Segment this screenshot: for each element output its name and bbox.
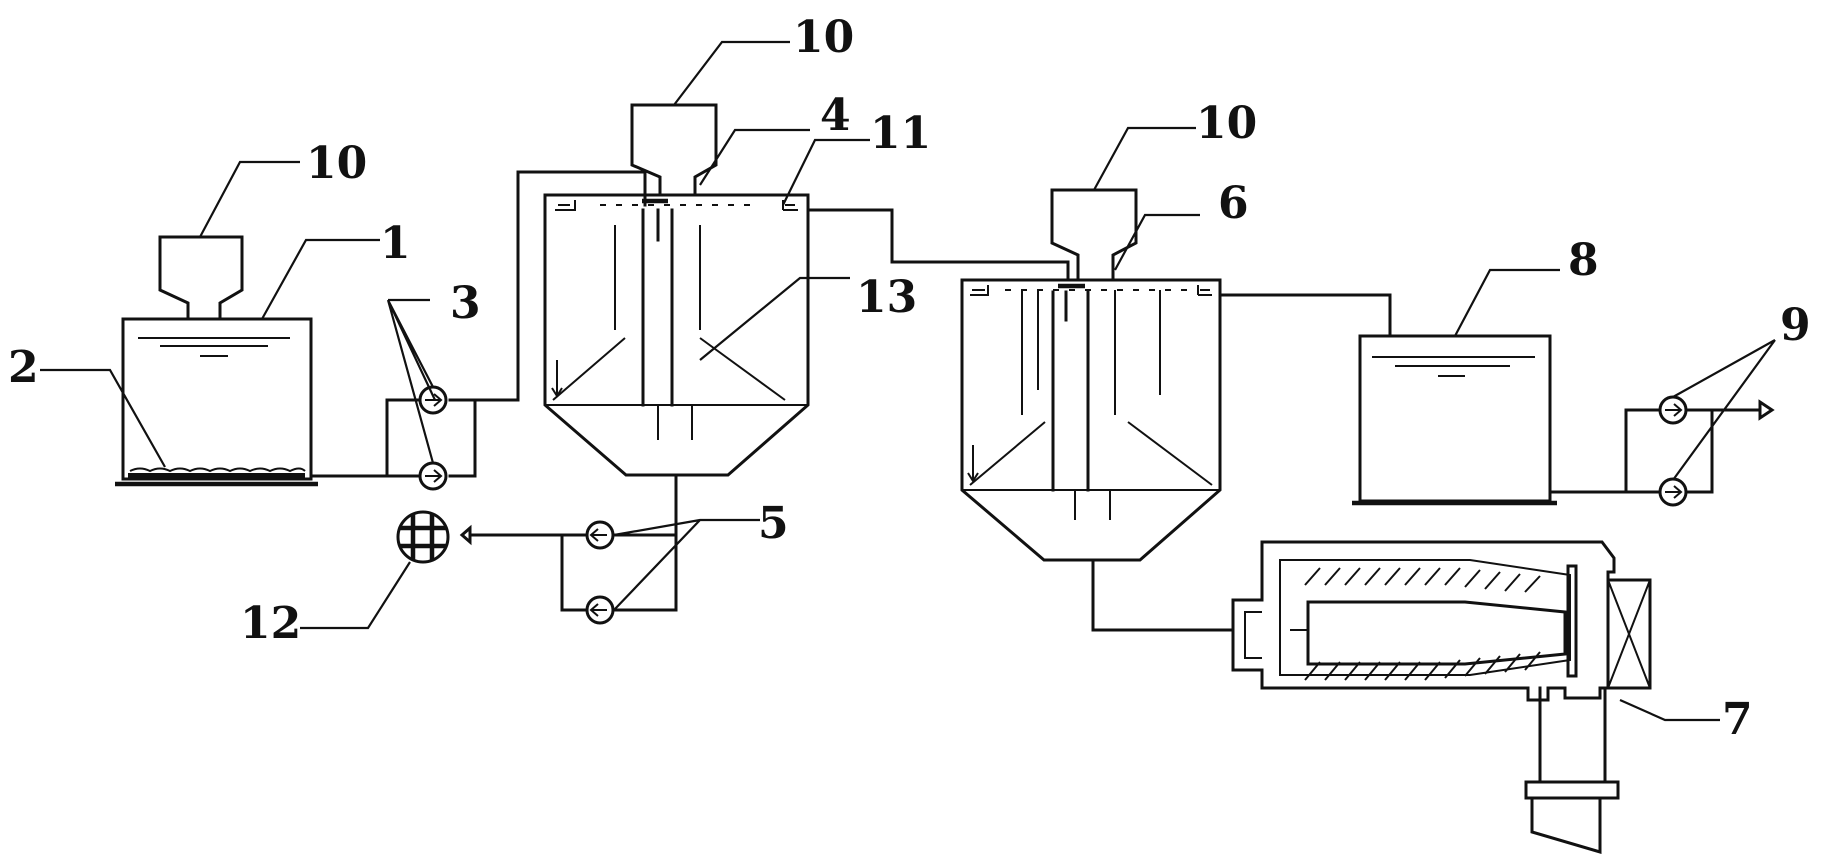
leader-7 (1619, 698, 1720, 722)
leader-3 (386, 298, 436, 464)
label-5: 5 (758, 498, 789, 549)
sediment-layer (128, 473, 305, 478)
pump-5a (585, 520, 615, 550)
leader-12 (300, 561, 411, 630)
leader-lines (40, 40, 1776, 722)
pump-9b (1658, 477, 1688, 507)
label-4: 4 (820, 90, 851, 141)
hopper-reactor-6 (1050, 188, 1138, 282)
pipe-tank8-pumps9 (1548, 399, 1775, 494)
pump-3a (418, 385, 448, 415)
filter-12 (396, 510, 450, 564)
leader-10c (1093, 126, 1196, 191)
label-11: 11 (870, 108, 931, 159)
leader-2 (40, 368, 166, 468)
pump-3b (418, 461, 448, 491)
label-1: 1 (380, 218, 411, 269)
hopper-reactor-4 (630, 103, 718, 197)
leader-6 (1114, 213, 1200, 271)
reactor-6 (960, 278, 1222, 562)
pump-9a (1658, 395, 1688, 425)
hopper-tank-1 (158, 235, 244, 321)
label-8: 8 (1568, 235, 1599, 286)
decanter-centrifuge (1231, 540, 1652, 855)
pipe-reactor6-tank8 (1218, 293, 1392, 338)
label-6: 6 (1218, 178, 1249, 229)
leader-9 (1672, 339, 1776, 481)
pipe-tank1-pumps (309, 170, 647, 478)
clear-water-tank (1352, 334, 1557, 506)
label-10-reactor4: 10 (793, 12, 854, 63)
label-7: 7 (1722, 694, 1753, 745)
reactor-4 (543, 193, 810, 477)
leader-1 (261, 238, 380, 320)
pipe-reactor6-centrifuge (1091, 558, 1235, 632)
leader-5 (613, 518, 760, 611)
label-13: 13 (856, 272, 917, 323)
leader-10b (673, 40, 790, 106)
label-3: 3 (450, 278, 481, 329)
label-10-tank1: 10 (306, 138, 367, 189)
feed-tank (115, 317, 318, 487)
leader-8 (1454, 268, 1560, 337)
label-10-reactor6: 10 (1196, 98, 1257, 149)
leader-10a (199, 160, 300, 238)
label-12: 12 (240, 598, 301, 649)
pipe-reactor4-pumps5 (459, 473, 678, 612)
label-2: 2 (8, 342, 39, 393)
leader-13 (699, 276, 850, 361)
pipe-reactor4-reactor6 (806, 208, 1070, 280)
leader-11 (782, 138, 870, 206)
leader-4 (699, 128, 810, 186)
label-9: 9 (1780, 300, 1811, 351)
pump-5b (585, 595, 615, 625)
